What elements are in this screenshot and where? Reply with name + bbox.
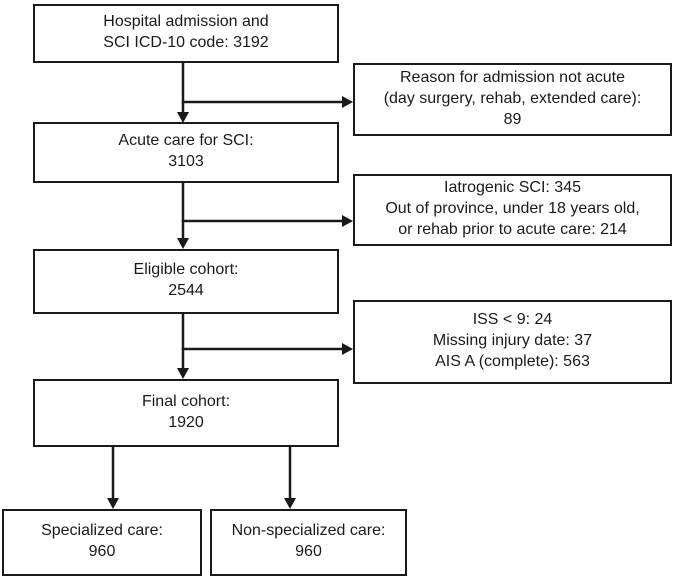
node-text-line: Reason for admission not acute [399,68,625,86]
node-text-line: 960 [295,543,322,560]
node-acute-care: Acute care for SCI: 3103 [33,122,339,183]
arrow-to-severity-exclusions [181,343,353,355]
node-text-line: Final cohort: [141,392,231,410]
node-eligible-cohort: Eligible cohort: 2544 [33,249,339,314]
node-text-line: SCI ICD-10 code: 3192 [103,34,269,51]
node-text-line: (day surgery, rehab, extended care): [383,89,642,107]
arrow-final-to-specialized [107,447,119,509]
node-text-line: Specialized care: [41,522,163,539]
node-text-line: Iatrogenic SCI: 345 [444,179,581,196]
node-non-specialized-care: Non-specialized care: 960 [210,509,407,576]
node-text-line: Acute care for SCI: [118,132,254,149]
node-exclusion-reason-not-acute: Reason for admission not acute (day surg… [353,63,672,136]
arrow-acute-to-eligible [177,183,189,249]
node-text-line: 2544 [168,282,204,299]
node-exclusion-severity: ISS < 9: 24 Missing injury date: 37 AIS … [353,300,672,384]
node-text-line: 89 [503,110,522,128]
node-exclusion-iatrogenic: Iatrogenic SCI: 345 Out of province, und… [353,174,672,246]
node-final-cohort: Final cohort: 1920 [33,379,339,447]
arrow-hospital-to-acute [177,63,189,123]
node-hospital-admission: Hospital admission and SCI ICD-10 code: … [33,4,339,63]
node-text-line: or rehab prior to acute care: 214 [398,221,627,238]
arrow-to-reason-not-acute [181,96,353,108]
arrow-eligible-to-final [177,314,189,379]
node-text-line: Hospital admission and [103,13,269,30]
node-text-line: 1920 [168,413,204,431]
node-text-line: 3103 [168,153,204,170]
node-text-line: 960 [88,543,116,560]
arrow-final-to-non-specialized [284,447,296,509]
node-text-line: Out of province, under 18 years old, [385,200,640,217]
node-text-line: Non-specialized care: [231,522,386,539]
node-specialized-care: Specialized care: 960 [2,509,202,576]
node-text-line: AIS A (complete): 563 [435,353,590,370]
node-text-line: Eligible cohort: [133,261,239,278]
arrow-to-iatrogenic-exclusions [181,215,353,227]
node-text-line: ISS < 9: 24 [472,311,553,328]
node-text-line: Missing injury date: 37 [432,332,593,349]
